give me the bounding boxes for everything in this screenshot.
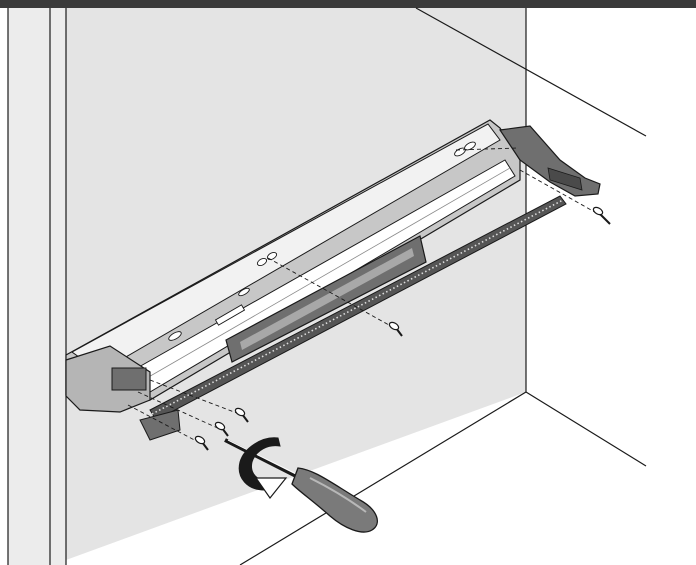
alignment-lines: [127, 147, 601, 445]
front-bracket: [65, 345, 151, 413]
cabinet-floor-edge: [239, 391, 527, 565]
screwdriver-icon: [224, 438, 378, 533]
slot-2: [464, 141, 476, 151]
align-rear-screw: [519, 169, 601, 216]
slot-5: [214, 304, 246, 326]
cabinet-bottom-diagonal: [525, 391, 647, 467]
screwdriver-shaft: [224, 438, 301, 480]
align-front-screw-2: [137, 391, 223, 431]
rotation-arrow-icon: [238, 437, 288, 500]
align-top-1: [455, 147, 519, 151]
rotation-arrow-head: [254, 477, 288, 500]
cabinet-top-diagonal: [415, 7, 647, 137]
screwdriver-shaft-highlight: [227, 439, 301, 477]
drawer-runner: [65, 119, 601, 441]
screws: [194, 206, 611, 451]
rear-bracket-cap: [547, 167, 583, 191]
front-locking-tab: [139, 409, 181, 441]
screw-front-3: [194, 435, 209, 451]
screw-front-2: [214, 421, 229, 437]
screw-middle: [388, 321, 403, 337]
slot-4: [266, 251, 278, 261]
rack-teeth-line: [151, 199, 564, 415]
slot-3: [256, 257, 268, 267]
screwdriver-handle: [291, 467, 378, 533]
screw-rear: [592, 206, 611, 225]
slot-7: [238, 287, 250, 297]
slot-6: [168, 331, 182, 341]
screwdriver-handle-shine: [309, 477, 367, 513]
align-front-screw-1: [149, 379, 243, 416]
top-frame-bar: [0, 0, 696, 8]
screw-front-1: [234, 407, 249, 423]
mechanism-highlight: [240, 248, 414, 350]
cabinet-front-edge: [8, 8, 66, 565]
align-middle-screw: [267, 257, 399, 331]
runner-channel-line: [139, 167, 511, 383]
front-clip: [111, 367, 147, 391]
